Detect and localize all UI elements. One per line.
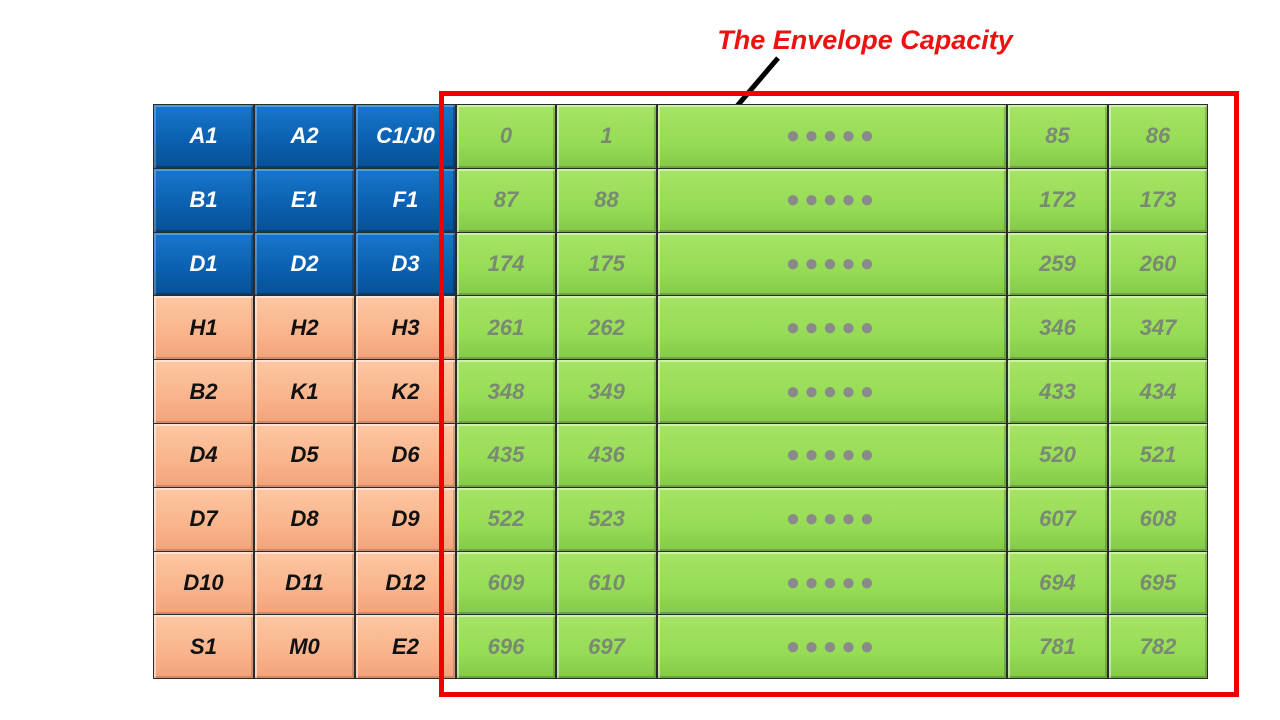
ellipsis-cell: ●●●●● (657, 423, 1007, 488)
capacity-index-cell: 523 (556, 486, 657, 552)
parameter-cell: M0 (254, 614, 355, 680)
capacity-index-cell: 610 (556, 550, 657, 616)
capacity-index-cell: 782 (1108, 614, 1208, 680)
parameter-cell: D5 (254, 423, 355, 488)
parameter-cell: D4 (153, 423, 254, 488)
parameter-cell: D8 (254, 486, 355, 552)
parameter-cell: B1 (153, 167, 254, 233)
parameter-cell: D2 (254, 231, 355, 297)
parameter-cell: A1 (153, 104, 254, 169)
capacity-index-cell: 433 (1007, 359, 1108, 424)
parameter-cell: D11 (254, 550, 355, 616)
capacity-index-cell: 349 (556, 359, 657, 424)
capacity-index-cell: 696 (456, 614, 556, 680)
capacity-index-cell: 609 (456, 550, 556, 616)
capacity-index-cell: 260 (1108, 231, 1208, 297)
capacity-index-cell: 435 (456, 423, 556, 488)
parameter-cell: D7 (153, 486, 254, 552)
capacity-index-cell: 520 (1007, 423, 1108, 488)
capacity-index-cell: 521 (1108, 423, 1208, 488)
ellipsis-cell: ●●●●● (657, 295, 1007, 361)
parameter-cell: D10 (153, 550, 254, 616)
ellipsis-cell: ●●●●● (657, 104, 1007, 169)
capacity-index-cell: 607 (1007, 486, 1108, 552)
capacity-index-cell: 695 (1108, 550, 1208, 616)
capacity-index-cell: 262 (556, 295, 657, 361)
capacity-index-cell: 522 (456, 486, 556, 552)
parameter-cell: E1 (254, 167, 355, 233)
capacity-index-cell: 261 (456, 295, 556, 361)
parameter-cell: H2 (254, 295, 355, 361)
parameter-cell: H1 (153, 295, 254, 361)
envelope-capacity-label: The Envelope Capacity (717, 25, 1013, 55)
capacity-index-cell: 86 (1108, 104, 1208, 169)
ellipsis-cell: ●●●●● (657, 231, 1007, 297)
capacity-index-cell: 88 (556, 167, 657, 233)
parameter-cell: D1 (153, 231, 254, 297)
parameter-cell: A2 (254, 104, 355, 169)
capacity-index-cell: 436 (556, 423, 657, 488)
capacity-index-cell: 85 (1007, 104, 1108, 169)
parameter-cell: B2 (153, 359, 254, 424)
parameter-cell: S1 (153, 614, 254, 680)
capacity-index-cell: 87 (456, 167, 556, 233)
capacity-index-cell: 346 (1007, 295, 1108, 361)
ellipsis-cell: ●●●●● (657, 486, 1007, 552)
capacity-index-cell: 175 (556, 231, 657, 297)
capacity-index-cell: 1 (556, 104, 657, 169)
capacity-index-cell: 348 (456, 359, 556, 424)
capacity-index-cell: 608 (1108, 486, 1208, 552)
ellipsis-cell: ●●●●● (657, 614, 1007, 680)
ellipsis-cell: ●●●●● (657, 167, 1007, 233)
capacity-index-cell: 697 (556, 614, 657, 680)
capacity-index-cell: 0 (456, 104, 556, 169)
parameter-cell: K1 (254, 359, 355, 424)
capacity-index-cell: 434 (1108, 359, 1208, 424)
envelope-capacity-frame (439, 91, 1239, 697)
ellipsis-cell: ●●●●● (657, 550, 1007, 616)
capacity-index-cell: 173 (1108, 167, 1208, 233)
capacity-index-cell: 259 (1007, 231, 1108, 297)
capacity-index-cell: 174 (456, 231, 556, 297)
capacity-index-cell: 347 (1108, 295, 1208, 361)
capacity-index-cell: 781 (1007, 614, 1108, 680)
